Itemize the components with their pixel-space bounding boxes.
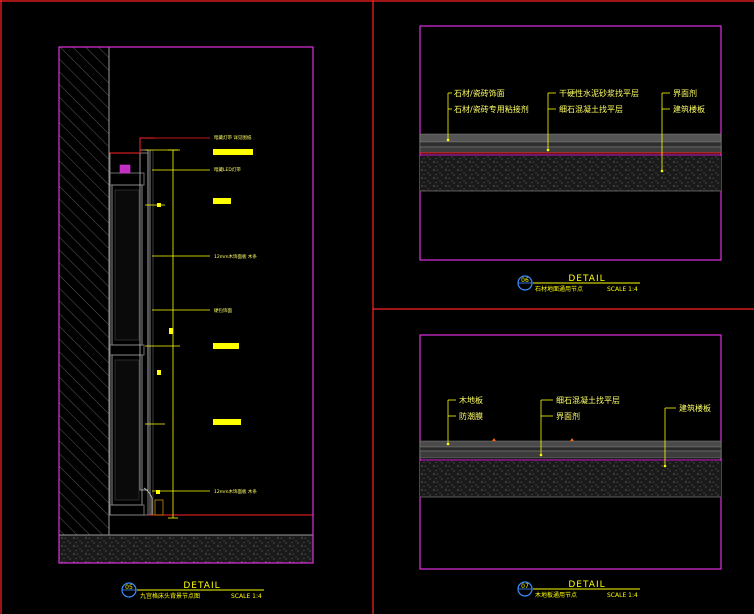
detail-scale: SCALE 1:4 <box>231 593 262 600</box>
detail-number: 07 <box>521 583 529 590</box>
left-dimension-markers <box>156 149 253 494</box>
bottom-right-title-block: 07 DETAIL 木地板通用节点 SCALE 1:4 <box>517 580 640 599</box>
bottom-right-leaders <box>447 399 676 466</box>
left-detail-panel: 暗藏灯带 详见图纸 暗藏LED灯带 12mm木饰面板 木条 硬包饰面 12mm木… <box>58 46 314 600</box>
stone-finish-layer <box>419 133 722 143</box>
left-title-block: 05 DETAIL 九宫格床头背景节点图 SCALE 1:4 <box>121 581 264 600</box>
led-strip <box>119 164 131 174</box>
bottom-right-detail-panel: 木地板 防潮膜 细石混凝土找平层 界面剂 建筑楼板 07 DETAIL 木地板通… <box>419 334 722 599</box>
concrete-slab <box>420 156 721 191</box>
tr-callout-mid-1: 细石混凝土找平层 <box>559 104 623 114</box>
detail-name: 木地板通用节点 <box>535 591 577 599</box>
tr-callout-right-1: 建筑楼板 <box>673 104 705 114</box>
tr-callout-left-0: 石材/瓷砖饰面 <box>454 88 505 98</box>
left-callout-0: 暗藏灯带 详见图纸 <box>214 134 252 141</box>
left-callout-2: 12mm木饰面板 木条 <box>214 253 257 260</box>
wood-floor-layer <box>419 440 722 448</box>
detail-name: 九宫格床头背景节点图 <box>140 592 200 600</box>
detail-heading: DETAIL <box>183 581 220 591</box>
left-callout-leaders <box>145 137 210 492</box>
br-callout-left-0: 木地板 <box>459 395 483 405</box>
top-right-title-block: 06 DETAIL 石材地面通用节点 SCALE 1:4 <box>517 274 640 293</box>
tr-callout-left-1: 石材/瓷砖专用粘接剂 <box>454 104 529 114</box>
detail-number: 06 <box>521 277 529 284</box>
concrete-slab <box>420 461 721 497</box>
tr-callout-right-0: 界面剂 <box>673 88 697 98</box>
detail-scale: SCALE 1:4 <box>607 286 638 293</box>
detail-name: 石材地面通用节点 <box>535 285 583 293</box>
headboard-section <box>109 137 164 516</box>
detail-scale: SCALE 1:4 <box>607 592 638 599</box>
wall-hatch <box>59 47 109 535</box>
wood-joist-marks <box>492 438 574 441</box>
left-callout-4: 12mm木饰面板 木条 <box>214 488 257 495</box>
viewport-border <box>58 46 314 564</box>
floor-slab <box>59 535 313 563</box>
left-callout-3: 硬包饰面 <box>214 307 232 314</box>
br-callout-right-0: 建筑楼板 <box>679 403 711 413</box>
br-callout-left-1: 防潮膜 <box>459 411 483 421</box>
top-right-leaders <box>447 92 670 171</box>
br-callout-mid-0: 细石混凝土找平层 <box>556 395 620 405</box>
detail-number: 05 <box>125 584 133 591</box>
br-callout-mid-1: 界面剂 <box>556 411 580 421</box>
detail-heading: DETAIL <box>568 274 605 284</box>
tr-callout-mid-0: 干硬性水泥砂浆找平层 <box>559 88 639 98</box>
detail-heading: DETAIL <box>568 580 605 590</box>
left-callout-1: 暗藏LED灯带 <box>214 166 241 173</box>
top-right-detail-panel: 石材/瓷砖饰面 石材/瓷砖专用粘接剂 干硬性水泥砂浆找平层 细石混凝土找平层 界… <box>419 25 722 293</box>
